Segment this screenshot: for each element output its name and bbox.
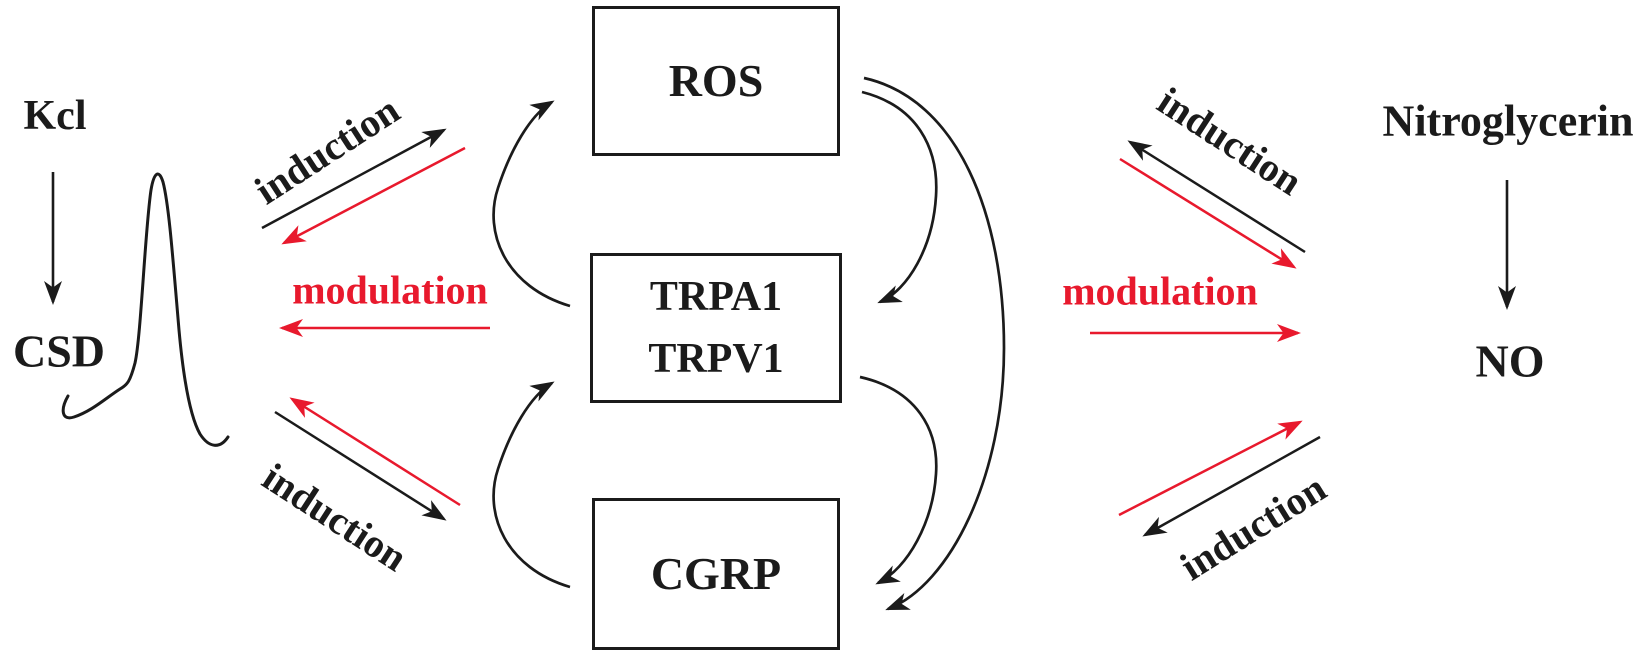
label-kcl: Kcl [23,93,87,139]
node-box-trp: TRPA1 TRPV1 [590,253,842,403]
node-label-ros: ROS [668,54,764,106]
label-csd: CSD [12,325,106,377]
arrow-induction-left-bottom-black [274,410,447,521]
node-box-cgrp: CGRP [592,498,840,650]
label-nitroglycerin: Nitroglycerin [1382,96,1634,146]
arrow-induction-right-bottom-black [1142,435,1321,537]
arrow-modulation-right-top-red [1119,157,1297,269]
node-label-trpv1: TRPV1 [648,336,784,382]
node-label-trpa1: TRPA1 [649,273,783,320]
curve-trp-to-cgrp [859,375,938,585]
arrow-modulation-left-top-red [281,146,466,245]
csd-waveform-trace [61,172,230,447]
arrow-modulation-right-bottom-red [1118,420,1303,517]
arrow-induction-right-top-black [1127,140,1306,254]
curve-cgrp-to-trp [492,381,571,589]
node-box-ros: ROS [592,6,840,156]
label-no: NO [1475,335,1545,387]
edge-label-modulation-right: modulation [1062,268,1258,314]
curve-ros-to-trp [861,90,938,304]
arrow-induction-left-top-black [261,128,447,230]
node-label-cgrp: CGRP [650,547,782,599]
curve-trp-to-ros [492,100,571,308]
arrow-modulation-left-bottom-red [289,397,461,507]
curve-ros-to-cgrp [863,76,1006,611]
edge-label-modulation-left: modulation [292,267,488,313]
